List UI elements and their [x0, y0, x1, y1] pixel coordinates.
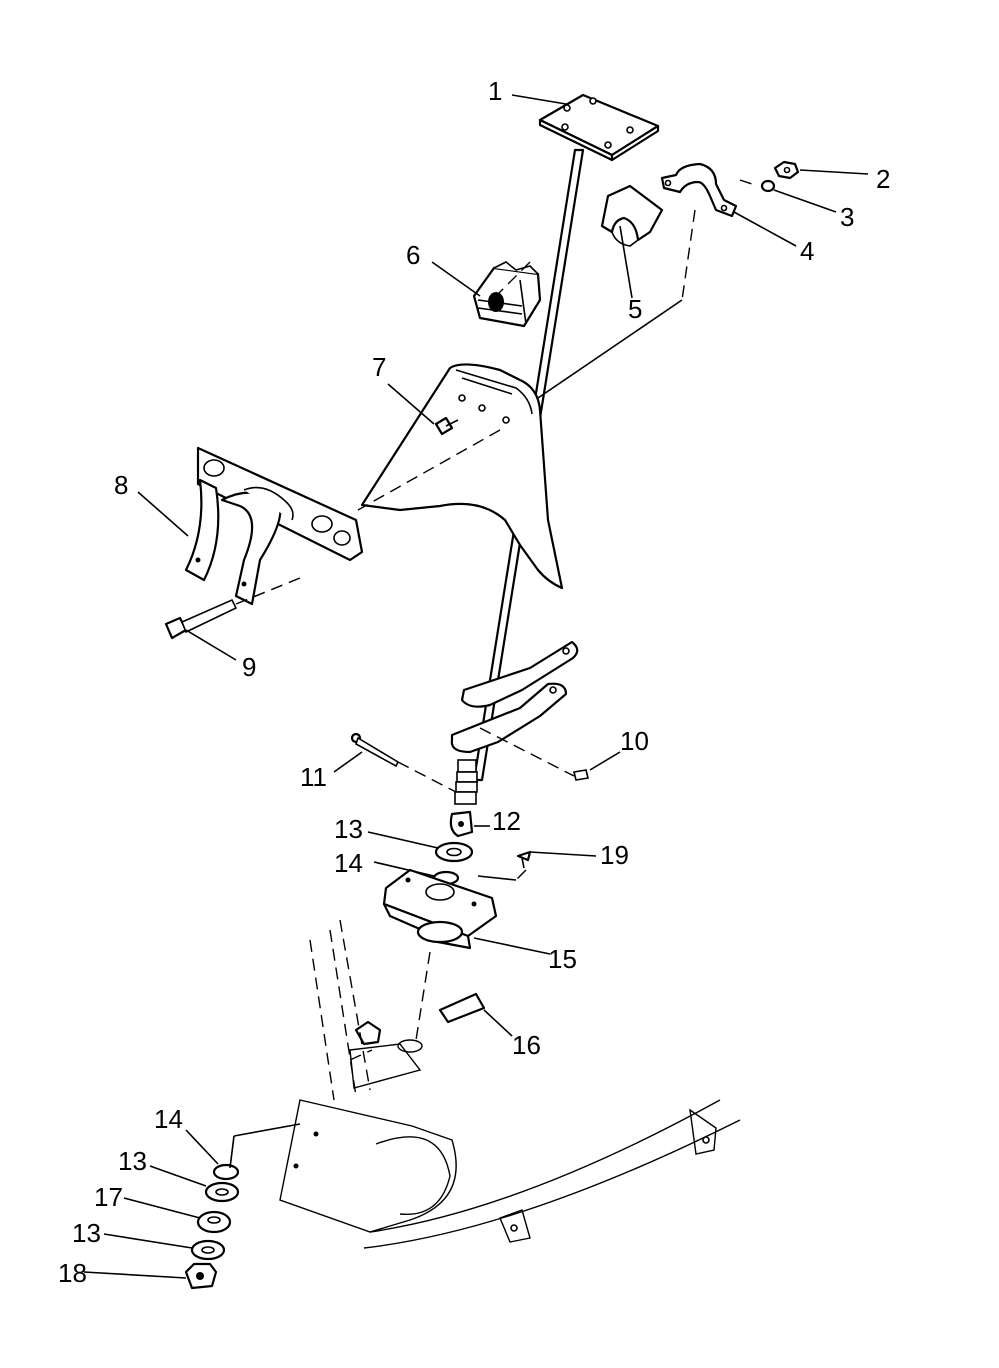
callout-14-upper: 14: [334, 848, 363, 878]
clamp: [660, 162, 738, 218]
callout-18: 18: [58, 1258, 87, 1288]
callout-13-upper: 13: [334, 814, 363, 844]
callout-13-lower: 13: [118, 1146, 147, 1176]
bushing-block: [472, 261, 542, 328]
callout-2: 2: [876, 164, 890, 194]
callout-1: 1: [488, 76, 502, 106]
nut-cap: [184, 1262, 218, 1290]
washer-lower: [204, 1181, 240, 1203]
callout-14-lower: 14: [154, 1104, 183, 1134]
callout-13-bottom: 13: [72, 1218, 101, 1248]
callout-17: 17: [94, 1182, 123, 1212]
callout-15: 15: [548, 944, 577, 974]
o-ring-lower: [212, 1163, 240, 1181]
callout-8: 8: [114, 470, 128, 500]
callout-16: 16: [512, 1030, 541, 1060]
cotter-pin: [573, 769, 589, 781]
bearing-housing: [382, 868, 498, 950]
callout-labels: 1 2 3 4 5 6 7 8 9 10 11 12 13 14 19 15 1…: [58, 76, 890, 1288]
callout-7: 7: [372, 352, 386, 382]
bracket: [184, 446, 364, 606]
chassis-outline: [279, 919, 741, 1249]
callout-3: 3: [840, 202, 854, 232]
callout-19: 19: [600, 840, 629, 870]
washer-upper: [434, 841, 474, 863]
castle-nut: [196, 1210, 232, 1234]
bolt-16: [354, 992, 486, 1046]
callout-12: 12: [492, 806, 521, 836]
screw-19: [516, 850, 532, 869]
washer-bottom: [190, 1239, 226, 1261]
screw: [434, 416, 459, 436]
console-panel: [360, 363, 564, 590]
assembly-lines: [229, 179, 759, 1169]
nut: [773, 160, 800, 180]
callout-9: 9: [242, 652, 256, 682]
bushing-half: [600, 184, 664, 247]
callout-leaders: [83, 94, 869, 1279]
callout-6: 6: [406, 240, 420, 270]
washer: [760, 179, 776, 193]
callout-11: 11: [300, 762, 327, 792]
bolt: [164, 598, 238, 640]
callout-4: 4: [800, 236, 814, 266]
pin: [350, 732, 400, 768]
callout-10: 10: [620, 726, 649, 756]
callout-5: 5: [628, 294, 642, 324]
